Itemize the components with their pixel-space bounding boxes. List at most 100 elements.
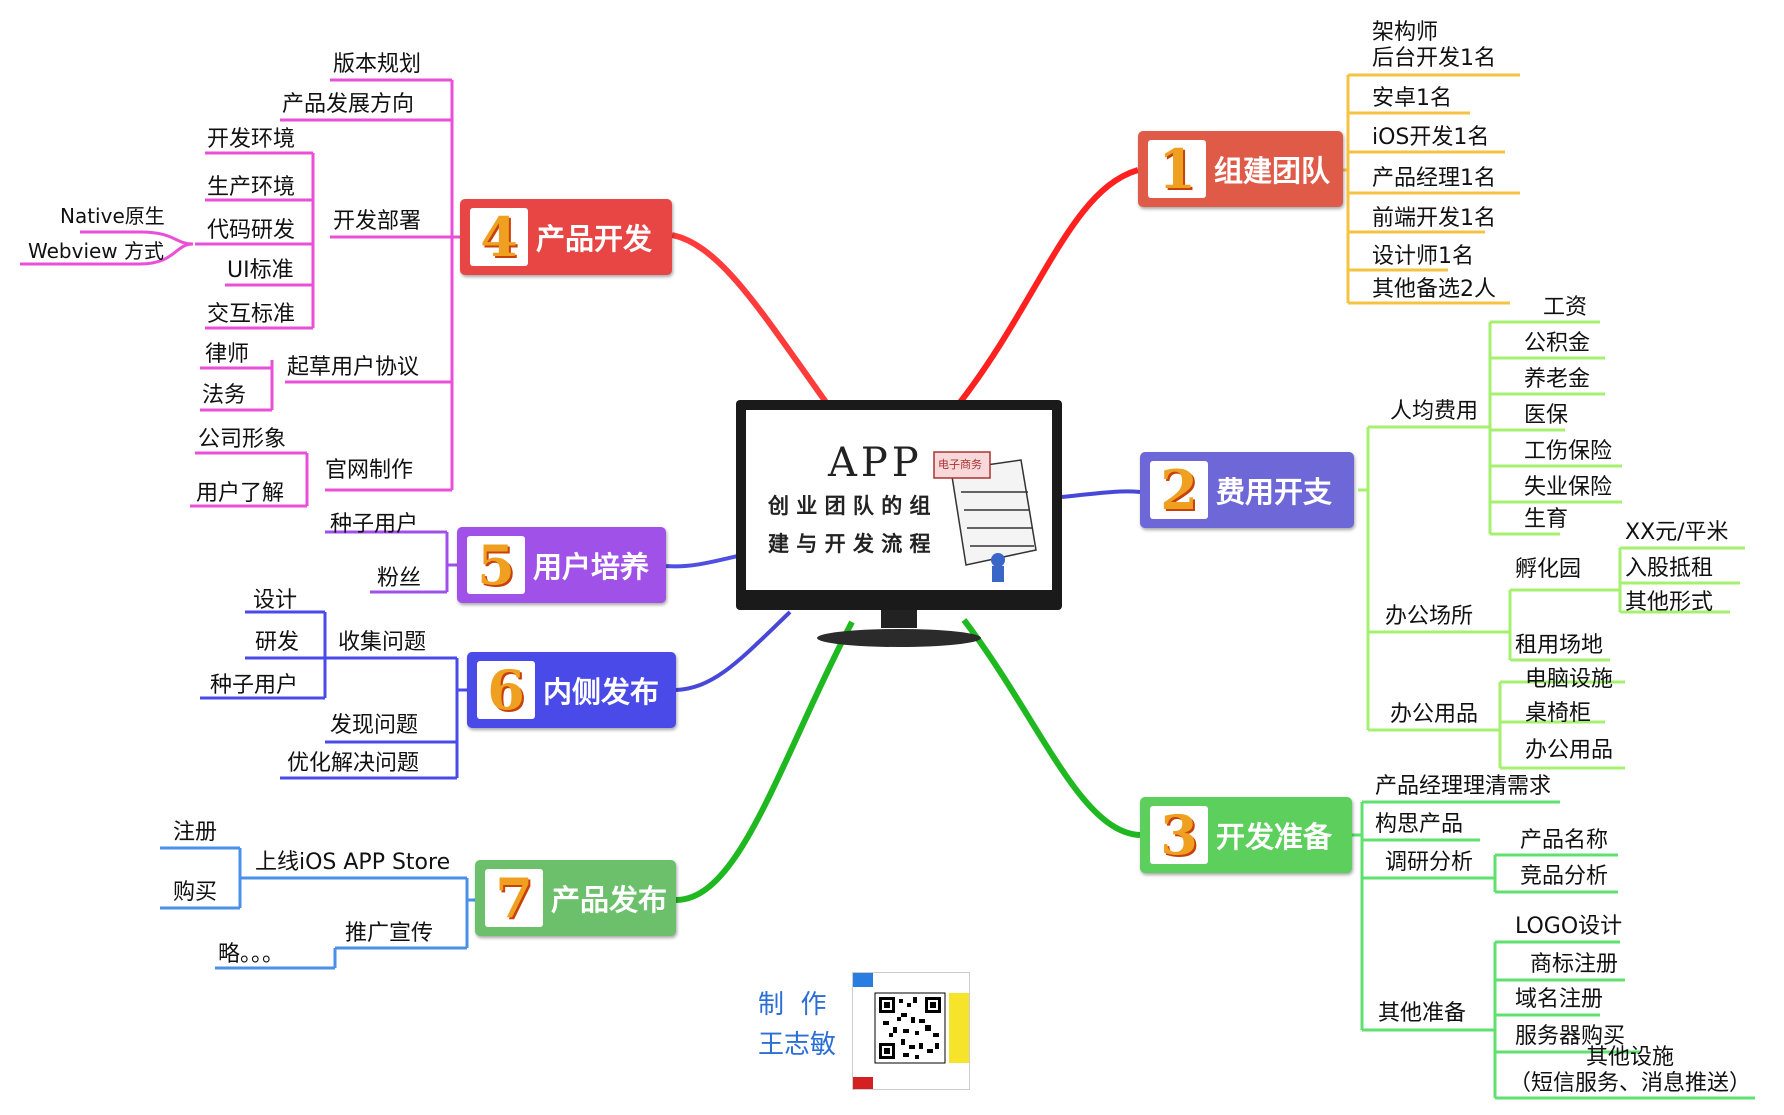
branch-node-5[interactable]: 5 用户培养	[457, 527, 666, 603]
b2-per-item-5: 失业保险	[1524, 475, 1613, 500]
b4-deploy-item-4: 交互标准	[207, 302, 296, 327]
b4-deploy-item-0: 开发环境	[207, 127, 296, 152]
branch-node-2[interactable]: 2 费用开支	[1140, 452, 1354, 528]
b7-ios-item-0: 注册	[173, 820, 218, 845]
b4-agreement-label: 起草用户协议	[287, 355, 420, 380]
center-line-1: 创 业 团 队 的 组	[768, 493, 931, 518]
b2-office-label: 办公场所	[1385, 604, 1474, 629]
b2-inc-item-2: 其他形式	[1625, 590, 1714, 615]
branch-4-connector	[671, 232, 831, 407]
b3-other-item-4: 其他设施 （短信服务、消息推送）	[1508, 1045, 1751, 1096]
branch-7-connector	[675, 620, 855, 903]
number-badge-6: 6	[477, 658, 535, 722]
credit-block: 制 作 王志敏	[758, 985, 836, 1065]
branch-7-lines	[160, 846, 475, 970]
number-badge-5: 5	[467, 533, 525, 597]
b3-other-item-0: LOGO设计	[1515, 914, 1623, 939]
branch-label-6: 内侧发布	[543, 675, 660, 709]
branch-5-lines	[325, 530, 457, 594]
branch-label-5: 用户培养	[533, 550, 650, 584]
b3-other-item-1: 商标注册	[1530, 952, 1619, 977]
b3-research-label: 调研分析	[1385, 850, 1474, 875]
monitor-graphic	[736, 400, 1062, 647]
b3-other-item-2: 域名注册	[1515, 987, 1604, 1012]
b2-per-item-2: 养老金	[1524, 367, 1591, 392]
b4-code-sub-1: Webview 方式	[28, 239, 165, 263]
branch-label-2: 费用开支	[1216, 475, 1333, 509]
b4-code-sub-0: Native原生	[60, 204, 165, 228]
branch-4-lines	[20, 78, 460, 508]
branch-1-connector	[955, 167, 1139, 407]
center-line-2: 建 与 开 发 流 程	[768, 531, 931, 556]
b2-per-item-3: 医保	[1524, 403, 1569, 428]
b1-item-1: 安卓1名	[1372, 86, 1452, 111]
b5-item-1: 粉丝	[377, 566, 422, 591]
b7-promo-item-0: 略。。。	[218, 942, 285, 967]
b3-other-label: 其他准备	[1378, 1001, 1467, 1026]
b4-direction: 产品发展方向	[282, 92, 415, 117]
branch-label-1: 组建团队	[1214, 154, 1331, 188]
b7-ios-label: 上线iOS APP Store	[255, 850, 451, 875]
b1-item-4: 前端开发1名	[1372, 206, 1496, 231]
qr-code	[852, 972, 970, 1090]
b6-collect-item-1: 研发	[255, 630, 300, 655]
number-badge-7: 7	[485, 866, 543, 930]
b6-find: 发现问题	[330, 713, 419, 738]
branch-3-lines	[1352, 800, 1755, 1100]
b3-other-item-3: 服务器购买	[1515, 1024, 1626, 1049]
number-badge-3: 3	[1150, 803, 1208, 867]
b7-promo-label: 推广宣传	[345, 921, 434, 946]
b2-per-label: 人均费用	[1390, 399, 1479, 424]
b6-collect-item-0: 设计	[253, 588, 298, 613]
number-badge-2: 2	[1150, 458, 1208, 522]
b2-per-item-0: 工资	[1543, 295, 1588, 320]
b2-per-item-1: 公积金	[1524, 331, 1591, 356]
branch-node-6[interactable]: 6 内侧发布	[467, 652, 676, 728]
b2-per-item-4: 工伤保险	[1524, 439, 1613, 464]
b1-item-2: iOS开发1名	[1372, 125, 1490, 150]
b5-item-0: 种子用户	[330, 512, 419, 537]
b6-solve: 优化解决问题	[287, 751, 420, 776]
b1-item-3: 产品经理1名	[1372, 166, 1496, 191]
center-title: APP	[828, 440, 923, 486]
branch-label-3: 开发准备	[1216, 820, 1333, 854]
credit-line-2: 王志敏	[758, 1030, 837, 1060]
b4-site-item-1: 用户了解	[196, 481, 285, 506]
branch-label-4: 产品开发	[536, 222, 653, 256]
b7-ios-item-1: 购买	[173, 880, 218, 905]
b6-collect-label: 收集问题	[338, 630, 427, 655]
b4-deploy-item-1: 生产环境	[207, 175, 296, 200]
branch-node-3[interactable]: 3 开发准备	[1140, 797, 1352, 873]
branch-node-1[interactable]: 1 组建团队	[1138, 131, 1343, 207]
b4-site-item-0: 公司形象	[198, 427, 287, 452]
branch-label-7: 产品发布	[551, 883, 668, 917]
b3-research-item-1: 竞品分析	[1520, 864, 1609, 889]
b4-deploy-item-3: UI标准	[227, 258, 294, 283]
branch-6-lines	[200, 610, 467, 780]
b3-concept: 构思产品	[1375, 812, 1464, 837]
b3-research-item-0: 产品名称	[1520, 828, 1609, 853]
b2-rent: 租用场地	[1515, 633, 1604, 658]
qr-code-graphic	[853, 973, 969, 1089]
b2-per-item-6: 生育	[1524, 507, 1569, 532]
number-badge-1: 1	[1148, 137, 1206, 201]
b4-deploy-item-2: 代码研发	[207, 218, 296, 243]
branch-3-connector	[961, 618, 1141, 838]
b4-site-label: 官网制作	[325, 458, 414, 483]
center-monitor-image: APP 创 业 团 队 的 组 建 与 开 发 流 程 电子商务	[736, 400, 1062, 652]
branch-6-connector	[675, 610, 792, 692]
b4-deploy-label: 开发部署	[333, 209, 422, 234]
b2-inc-item-1: 入股抵租	[1625, 556, 1714, 581]
branch-node-7[interactable]: 7 产品发布	[475, 860, 676, 936]
b3-req: 产品经理理清需求	[1375, 774, 1552, 799]
branch-node-4[interactable]: 4 产品开发	[460, 199, 672, 275]
b2-supplies-item-0: 电脑设施	[1525, 667, 1614, 692]
branch-2-lines	[1358, 320, 1745, 770]
b4-agreement-item-0: 律师	[205, 342, 250, 367]
branch-2-connector	[1061, 489, 1141, 499]
credit-line-1: 制 作	[758, 990, 827, 1020]
b2-inc-item-0: XX元/平米	[1625, 520, 1729, 545]
b1-item-5: 设计师1名	[1372, 244, 1474, 269]
